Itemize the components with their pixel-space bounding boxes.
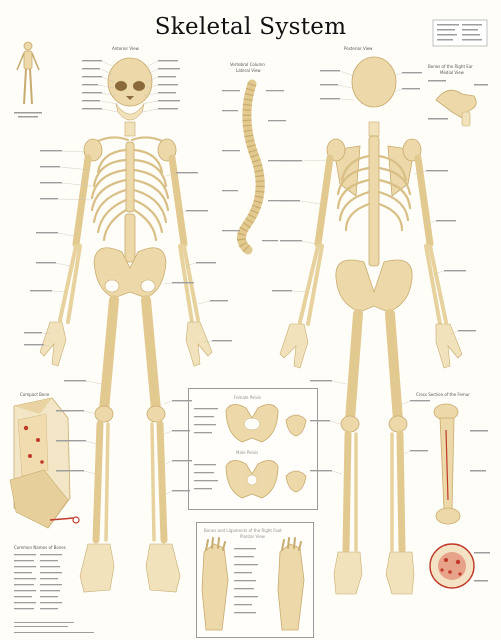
right-foot-caption: Bones and Ligaments of the Right Foot xyxy=(204,528,282,533)
vertebral-column-illustration xyxy=(237,79,265,255)
posterior-skeleton xyxy=(279,56,463,595)
female-pelvis-illustration xyxy=(225,404,307,443)
male-pelvis-caption: Male Pelvis xyxy=(236,450,259,455)
anterior-view-caption: Anterior View xyxy=(112,46,139,51)
reference-figure xyxy=(14,41,42,118)
posterior-view-caption: Posterior View xyxy=(344,46,373,51)
foot-panel-labels xyxy=(234,548,258,614)
female-pelvis-caption: Female Pelvis xyxy=(234,395,262,400)
vertebral-column-subcaption: Lateral View xyxy=(236,68,261,73)
compact-bone-illustration xyxy=(9,397,80,529)
poster-title: Skeletal System xyxy=(154,14,347,40)
femur-illustration xyxy=(429,403,490,589)
anterior-labels xyxy=(24,60,232,495)
common-names-table xyxy=(14,554,74,627)
footer-copyright xyxy=(14,632,94,633)
male-pelvis-illustration xyxy=(225,460,307,499)
foot-plantar-illustration xyxy=(277,537,305,631)
ear-bones-illustration xyxy=(428,80,488,127)
legend-box xyxy=(432,19,488,47)
compact-bone-caption: Compact Bone xyxy=(20,392,50,397)
anterior-skeleton xyxy=(39,57,213,593)
vertebral-labels xyxy=(222,90,286,242)
femur-cross-section-caption: Cross Section of the Femur xyxy=(416,392,470,397)
posterior-labels xyxy=(272,70,476,475)
marrow-cross-section xyxy=(429,543,475,589)
pelvis-panel-labels xyxy=(194,408,218,490)
ear-bones-caption: Bones of the Right Ear xyxy=(428,64,473,69)
ear-bones-subcaption: Medial View xyxy=(440,70,464,75)
foot-dorsal-illustration xyxy=(201,537,229,631)
vertebral-column-caption: Vertebral Column xyxy=(230,62,265,67)
common-names-caption: Common Names of Bones xyxy=(14,545,66,550)
right-foot-subcaption: Plantar View xyxy=(240,534,265,539)
